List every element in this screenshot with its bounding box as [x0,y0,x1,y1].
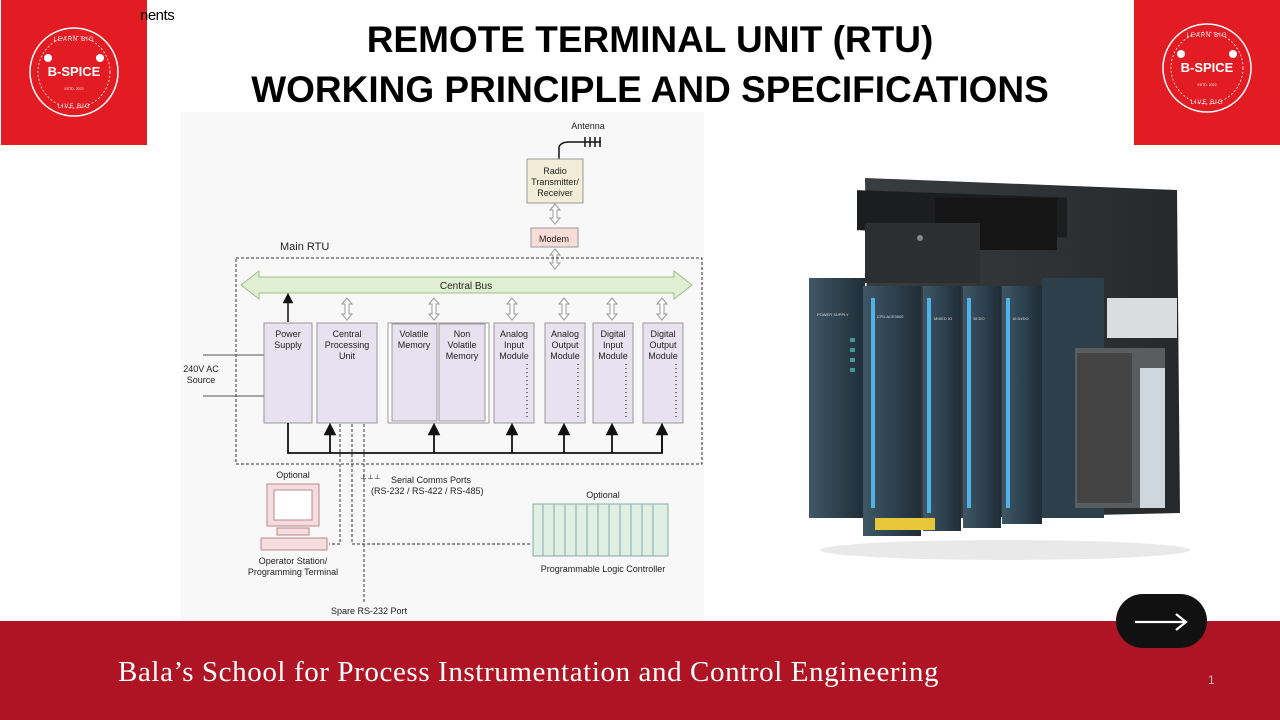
power-label-2: Supply [274,340,302,350]
logo-est: ESTD. 2022 [64,87,83,91]
cpu-box [316,322,378,424]
plc-label: Programmable Logic Controller [541,564,666,574]
operator-label-2: Programming Terminal [248,567,338,577]
modem-bus-link [548,248,562,270]
antenna-icon [558,137,601,159]
modem-box [530,227,579,248]
digital-input-label-1: Digital [600,329,625,339]
logo-arc-top: LEARN BIG [1186,33,1227,39]
nonvolatile-memory-box [438,323,486,422]
logo-arc-bottom: LIVE BIG [1190,100,1223,106]
slide-title-line-2: WORKING PRINCIPLE AND SPECIFICATIONS [251,69,1049,110]
main-rtu-boundary [235,257,703,465]
radio-label-3: Receiver [537,188,573,198]
digital-output-label-3: Module [648,351,678,361]
analog-output-label-3: Module [550,351,580,361]
serial-ports-label-1: Serial Comms Ports [391,475,472,485]
computer-terminal-icon [260,483,328,551]
central-bus-label: Central Bus [440,281,492,292]
ac-source-label-2: Source [187,375,216,385]
digital-input-label-3: Module [598,351,628,361]
optional-label-left: Optional [276,470,310,480]
nonvolatile-label-1: Non [454,329,471,339]
corner-text: nents [140,7,175,24]
serial-port-ticks: ┴ ┴ ┴ [360,474,380,483]
io-terminal-dots [526,364,677,417]
logo-brand: B-SPICE [48,64,101,79]
return-bus [287,423,663,454]
logo-arc-top: LEARN BIG [53,37,94,43]
radio-label-1: Radio [543,166,567,176]
operator-label-1: Operator Station/ [259,556,328,566]
radio-modem-link [548,203,562,225]
digital-output-label-2: Output [649,340,677,350]
nonvolatile-label-3: Memory [446,351,479,361]
analog-output-label-1: Analog [551,329,579,339]
nonvolatile-label-2: Volatile [447,340,476,350]
analog-output-label-2: Output [551,340,579,350]
plc-slots [542,504,654,556]
module-label-16dido: 16 DI/DO [1012,316,1029,321]
right-arrow-icon [1135,613,1188,631]
logo-right: B-SPICE LEARN BIG ESTD. 2022 LIVE BIG [1134,0,1280,145]
module-label-cpu: CPU ACE3600 [877,314,904,319]
footer-bar [0,621,1280,720]
ac-source-wires [203,354,264,397]
slide-title-line-1: REMOTE TERMINAL UNIT (RTU) [366,19,934,60]
bspice-logo-icon: B-SPICE LEARN BIG ESTD. 2022 LIVE BIG [1162,23,1252,113]
radio-label-2: Transmitter/ [531,177,579,187]
analog-input-label-1: Analog [500,329,528,339]
logo-left: B-SPICE LEARN BIG ESTD. 2022 LIVE BIG [1,0,147,145]
module-label-mixed-io: MIXED IO [934,316,952,321]
page-number: 1 [1208,673,1215,687]
bus-connectors [340,297,669,321]
rtu-block-diagram: Antenna Radio Transmitter/ Receiver Mode… [181,112,704,622]
power-label-1: Power [275,329,301,339]
logo-brand: B-SPICE [1181,60,1234,75]
serial-port-lines [329,424,531,602]
modem-label: Modem [539,234,569,244]
optional-label-right: Optional [586,490,620,500]
volatile-label-2: Memory [398,340,431,350]
central-bus [240,269,693,301]
module-label-16do: 16 DO [973,316,985,321]
next-slide-button[interactable] [1116,594,1207,648]
digital-output-label-1: Digital [650,329,675,339]
cpu-label-1: Central [332,329,361,339]
analog-input-label-2: Input [504,340,525,350]
digital-input-label-2: Input [603,340,624,350]
radio-transceiver-box [526,158,584,204]
cpu-label-3: Unit [339,351,356,361]
ac-source-label-1: 240V AC [183,364,219,374]
bspice-logo-icon: B-SPICE LEARN BIG ESTD. 2022 LIVE BIG [29,27,119,117]
spare-port-label: Spare RS-232 Port [331,606,408,616]
rtu-hardware-photo: POWER SUPPLY CPU ACE3600 MIXED IO 16 DO … [795,168,1205,568]
volatile-memory-box [391,323,438,422]
volatile-label-1: Volatile [399,329,428,339]
footer-school-name: Bala’s School for Process Instrumentatio… [118,656,940,688]
antenna-label: Antenna [571,121,605,131]
plc-box [532,503,669,557]
return-bus-arrows [323,422,669,453]
logo-arc-bottom: LIVE BIG [57,104,90,110]
cpu-label-2: Processing [325,340,370,350]
analog-input-label-3: Module [499,351,529,361]
logo-est: ESTD. 2022 [1197,83,1216,87]
serial-ports-label-2: (RS-232 / RS-422 / RS-485) [371,486,484,496]
main-rtu-label: Main RTU [280,241,329,253]
module-label-power: POWER SUPPLY [817,312,849,317]
